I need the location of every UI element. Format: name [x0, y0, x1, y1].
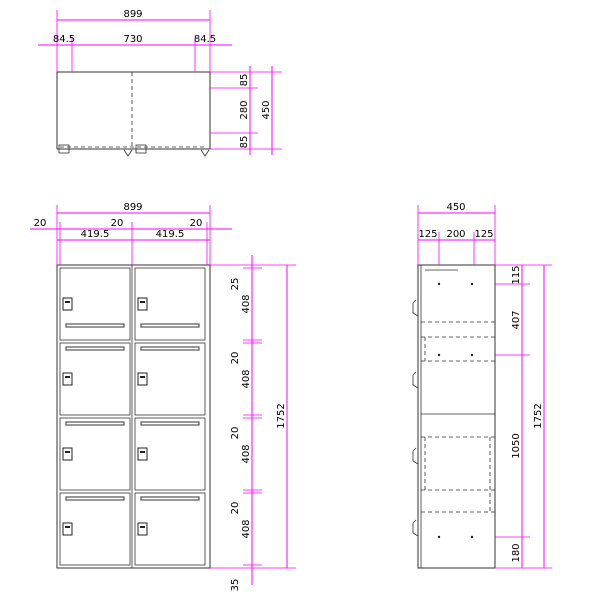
- lock-icon: [62, 522, 73, 536]
- door-handle-right-3: [140, 421, 200, 426]
- side-hinge-3: [412, 447, 419, 465]
- door-right-4: [134, 492, 206, 566]
- side-dim-seg-back: 125: [474, 229, 493, 240]
- side-view: 450 125 200 125 115 407 1050 180 1752: [412, 202, 552, 569]
- side-mount-dot: [437, 535, 441, 539]
- top-view-outline: [56, 71, 211, 150]
- door-right-3: [134, 417, 206, 491]
- front-view-outline: [56, 264, 211, 569]
- door-handle-left-4: [65, 496, 125, 501]
- top-view: 899 84.5 730 84.5 85 280 85 450: [38, 9, 282, 157]
- front-dim-gap3: 20: [230, 502, 241, 515]
- lock-icon-key: [140, 451, 145, 453]
- front-dim-side-panel: 20: [34, 218, 47, 229]
- lock-icon-key: [140, 376, 145, 378]
- lock-icon-key: [65, 526, 70, 528]
- front-dim-bay-right: 419.5: [156, 229, 185, 240]
- lock-icon-key: [65, 451, 70, 453]
- door-left-3: [59, 417, 131, 491]
- door-handle-right-4: [140, 496, 200, 501]
- front-dim-gap2: 20: [230, 427, 241, 440]
- door-handle-right-2: [140, 346, 200, 351]
- side-mount-dot: [470, 282, 474, 286]
- side-hinge-2: [412, 371, 419, 389]
- lock-icon: [137, 297, 148, 311]
- top-dim-depth-total: 450: [261, 100, 272, 119]
- top-dim-right-offset: 84.5: [194, 34, 216, 45]
- lock-icon-key: [140, 301, 145, 303]
- door-handle-right-1: [140, 323, 200, 328]
- lock-icon-key: [140, 526, 145, 528]
- top-dim-left-offset: 84.5: [53, 34, 75, 45]
- side-mount-dot: [470, 535, 474, 539]
- front-view: 899 20 20 20 419.5 419.5 25 408 20 408 2…: [30, 202, 296, 591]
- front-dim-gap1: 20: [230, 352, 241, 365]
- top-dim-depth-back: 85: [239, 136, 250, 149]
- door-handle-left-3: [65, 421, 125, 426]
- lock-icon: [62, 297, 73, 311]
- front-dim-bay-left: 419.5: [81, 229, 110, 240]
- lock-icon-key: [65, 301, 70, 303]
- top-view-handle-mark: [123, 149, 133, 157]
- front-dim-right-panel: 20: [190, 218, 203, 229]
- top-dim-width: 899: [123, 9, 142, 20]
- side-hinge-1: [412, 299, 419, 317]
- side-view-outline: [417, 264, 496, 569]
- top-view-hinge-center: [135, 144, 147, 154]
- side-mount-dot: [437, 282, 441, 286]
- front-dim-height-total: 1752: [276, 403, 287, 428]
- door-right-2: [134, 342, 206, 416]
- front-dim-top-gap: 25: [230, 278, 241, 291]
- door-left-4: [59, 492, 131, 566]
- front-dim-width: 899: [123, 202, 142, 213]
- lock-icon: [62, 447, 73, 461]
- side-dim-top-seg: 115: [511, 265, 522, 284]
- front-dim-center-panel: 20: [111, 218, 124, 229]
- side-dim-seg-mid: 200: [446, 229, 465, 240]
- lock-icon: [137, 372, 148, 386]
- side-dim-height-total: 1752: [533, 403, 544, 428]
- top-view-hinge-left: [58, 144, 70, 154]
- top-dim-depth-front: 85: [239, 74, 250, 87]
- lock-icons: [62, 297, 148, 536]
- front-dim-door2: 408: [241, 369, 252, 388]
- side-dim-mid-seg: 1050: [511, 433, 522, 458]
- lock-icon: [137, 522, 148, 536]
- side-dim-seg-front: 125: [418, 229, 437, 240]
- front-dim-base: 35: [230, 579, 241, 592]
- lock-icon: [137, 447, 148, 461]
- front-dim-door3: 408: [241, 444, 252, 463]
- door-left-1: [59, 267, 131, 341]
- door-left-2: [59, 342, 131, 416]
- side-hinge-4: [412, 519, 419, 537]
- door-right-1: [134, 267, 206, 341]
- top-dim-depth-mid: 280: [239, 100, 250, 119]
- side-mount-dot: [437, 353, 441, 357]
- top-dim-center-width: 730: [123, 34, 142, 45]
- lock-icon: [62, 372, 73, 386]
- front-dim-door4: 408: [241, 519, 252, 538]
- side-dim-base-seg: 180: [511, 543, 522, 562]
- lock-icon-key: [65, 376, 70, 378]
- side-mount-dot: [470, 353, 474, 357]
- top-view-handle-mark-right: [200, 149, 210, 157]
- door-handle-left-2: [65, 346, 125, 351]
- side-dim-upper-seg: 407: [511, 310, 522, 329]
- side-dim-depth: 450: [446, 202, 465, 213]
- door-handle-left-1: [65, 323, 125, 328]
- front-dim-door1: 408: [241, 294, 252, 313]
